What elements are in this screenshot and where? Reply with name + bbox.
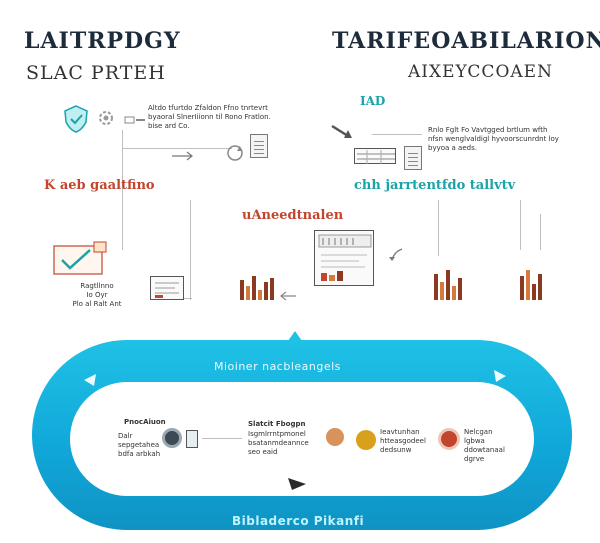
loop-item-1-text: Dalr sepgetahea bdfa arbkah xyxy=(118,432,161,458)
document-icon xyxy=(250,134,268,158)
arrow-icon xyxy=(170,148,196,162)
title-left: LAITRPDGY xyxy=(24,28,181,54)
note-left-card: Ragtllnno Io Oyr Plo al Ralt Ant xyxy=(72,282,122,308)
loop-item-3-text: Ieavtunhan htteasgodeel dedsunw xyxy=(380,428,426,454)
connector-line xyxy=(190,200,191,300)
person-icon xyxy=(326,428,344,446)
loop-top-label: Mioiner nacbleangels xyxy=(214,360,341,373)
note-top-right: Rnlo Fglt Fo Vavtgged brtlum wfth nfsn w… xyxy=(428,126,559,152)
bar-cluster-icon xyxy=(240,272,274,300)
loop-top-arrow-icon xyxy=(286,328,304,342)
connector-line xyxy=(438,200,439,256)
subtitle-right: AIXEYCCOAEN xyxy=(408,62,553,82)
section-label-left: K aeb gaaltfino xyxy=(44,178,155,193)
target-icon xyxy=(438,428,460,450)
loop-item-2-title: Slatcit Fbogpn xyxy=(248,420,306,428)
shield-icon xyxy=(62,104,90,134)
loop-right-arrow-icon xyxy=(492,368,508,384)
subtitle-left: SLAC PRTEH xyxy=(26,62,166,84)
connector-line xyxy=(372,134,422,135)
device-icon xyxy=(186,430,198,448)
gear-icon xyxy=(96,108,116,128)
report-panel-icon xyxy=(150,276,184,300)
loop-bottom-arrow-icon xyxy=(286,476,308,492)
dashboard-panel-icon xyxy=(314,230,374,286)
checklist-icon xyxy=(50,240,110,280)
loop-bottom-label: Bibladerco Pikanfi xyxy=(232,514,365,528)
connector-line xyxy=(540,214,541,250)
note-top-left: Altdo tfurtdo Zfaldon Ffno tnrtevrt byao… xyxy=(148,104,271,130)
camera-icon xyxy=(162,428,182,448)
loop-left-arrow-icon xyxy=(82,372,98,388)
document-icon xyxy=(404,146,422,170)
loop-item-4-text: Nelcgan lgbwa ddowtanaal dgrve xyxy=(464,428,505,463)
curve-arrow-icon xyxy=(384,246,406,264)
connector-line xyxy=(122,148,232,149)
section-label-middle: uAneedtnalen xyxy=(242,208,344,223)
loop-item-2-text: Isgmlrrntpmonel bsatanmdeannce seo eaid xyxy=(248,430,309,456)
bar-cluster-icon xyxy=(434,268,462,300)
arrow-down-right-icon xyxy=(330,122,356,142)
section-label-right: chh jarrtentfdo tallvtv xyxy=(354,178,516,193)
connector-line xyxy=(202,438,242,439)
connector-line xyxy=(520,200,521,250)
refresh-icon xyxy=(224,142,246,164)
warning-icon xyxy=(356,430,376,450)
table-panel-icon xyxy=(354,148,396,164)
back-arrow-icon xyxy=(278,286,298,301)
connector-line xyxy=(122,130,123,250)
tools-icon xyxy=(124,112,146,126)
bar-cluster-icon xyxy=(520,268,542,300)
label-iad: IAD xyxy=(360,94,386,108)
title-right: TARIFEOABILARION xyxy=(332,28,600,54)
loop-item-1-title: PnocAiuon xyxy=(124,418,166,426)
